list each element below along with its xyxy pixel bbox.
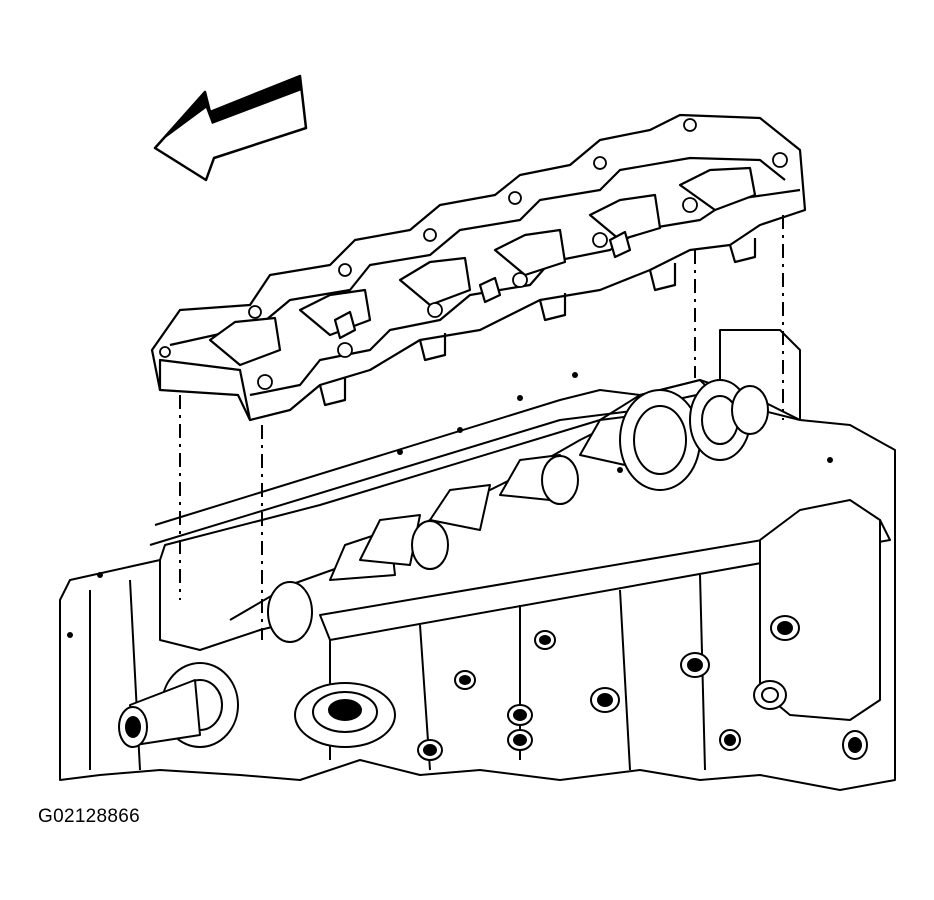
engine-block bbox=[59, 329, 896, 791]
figure-id-label: G02128866 bbox=[38, 806, 141, 827]
dashed-alignment-lines bbox=[179, 215, 784, 640]
bearing-cap-bedplate bbox=[150, 113, 807, 422]
crankshaft bbox=[229, 379, 769, 643]
direction-arrow-icon bbox=[153, 74, 308, 182]
